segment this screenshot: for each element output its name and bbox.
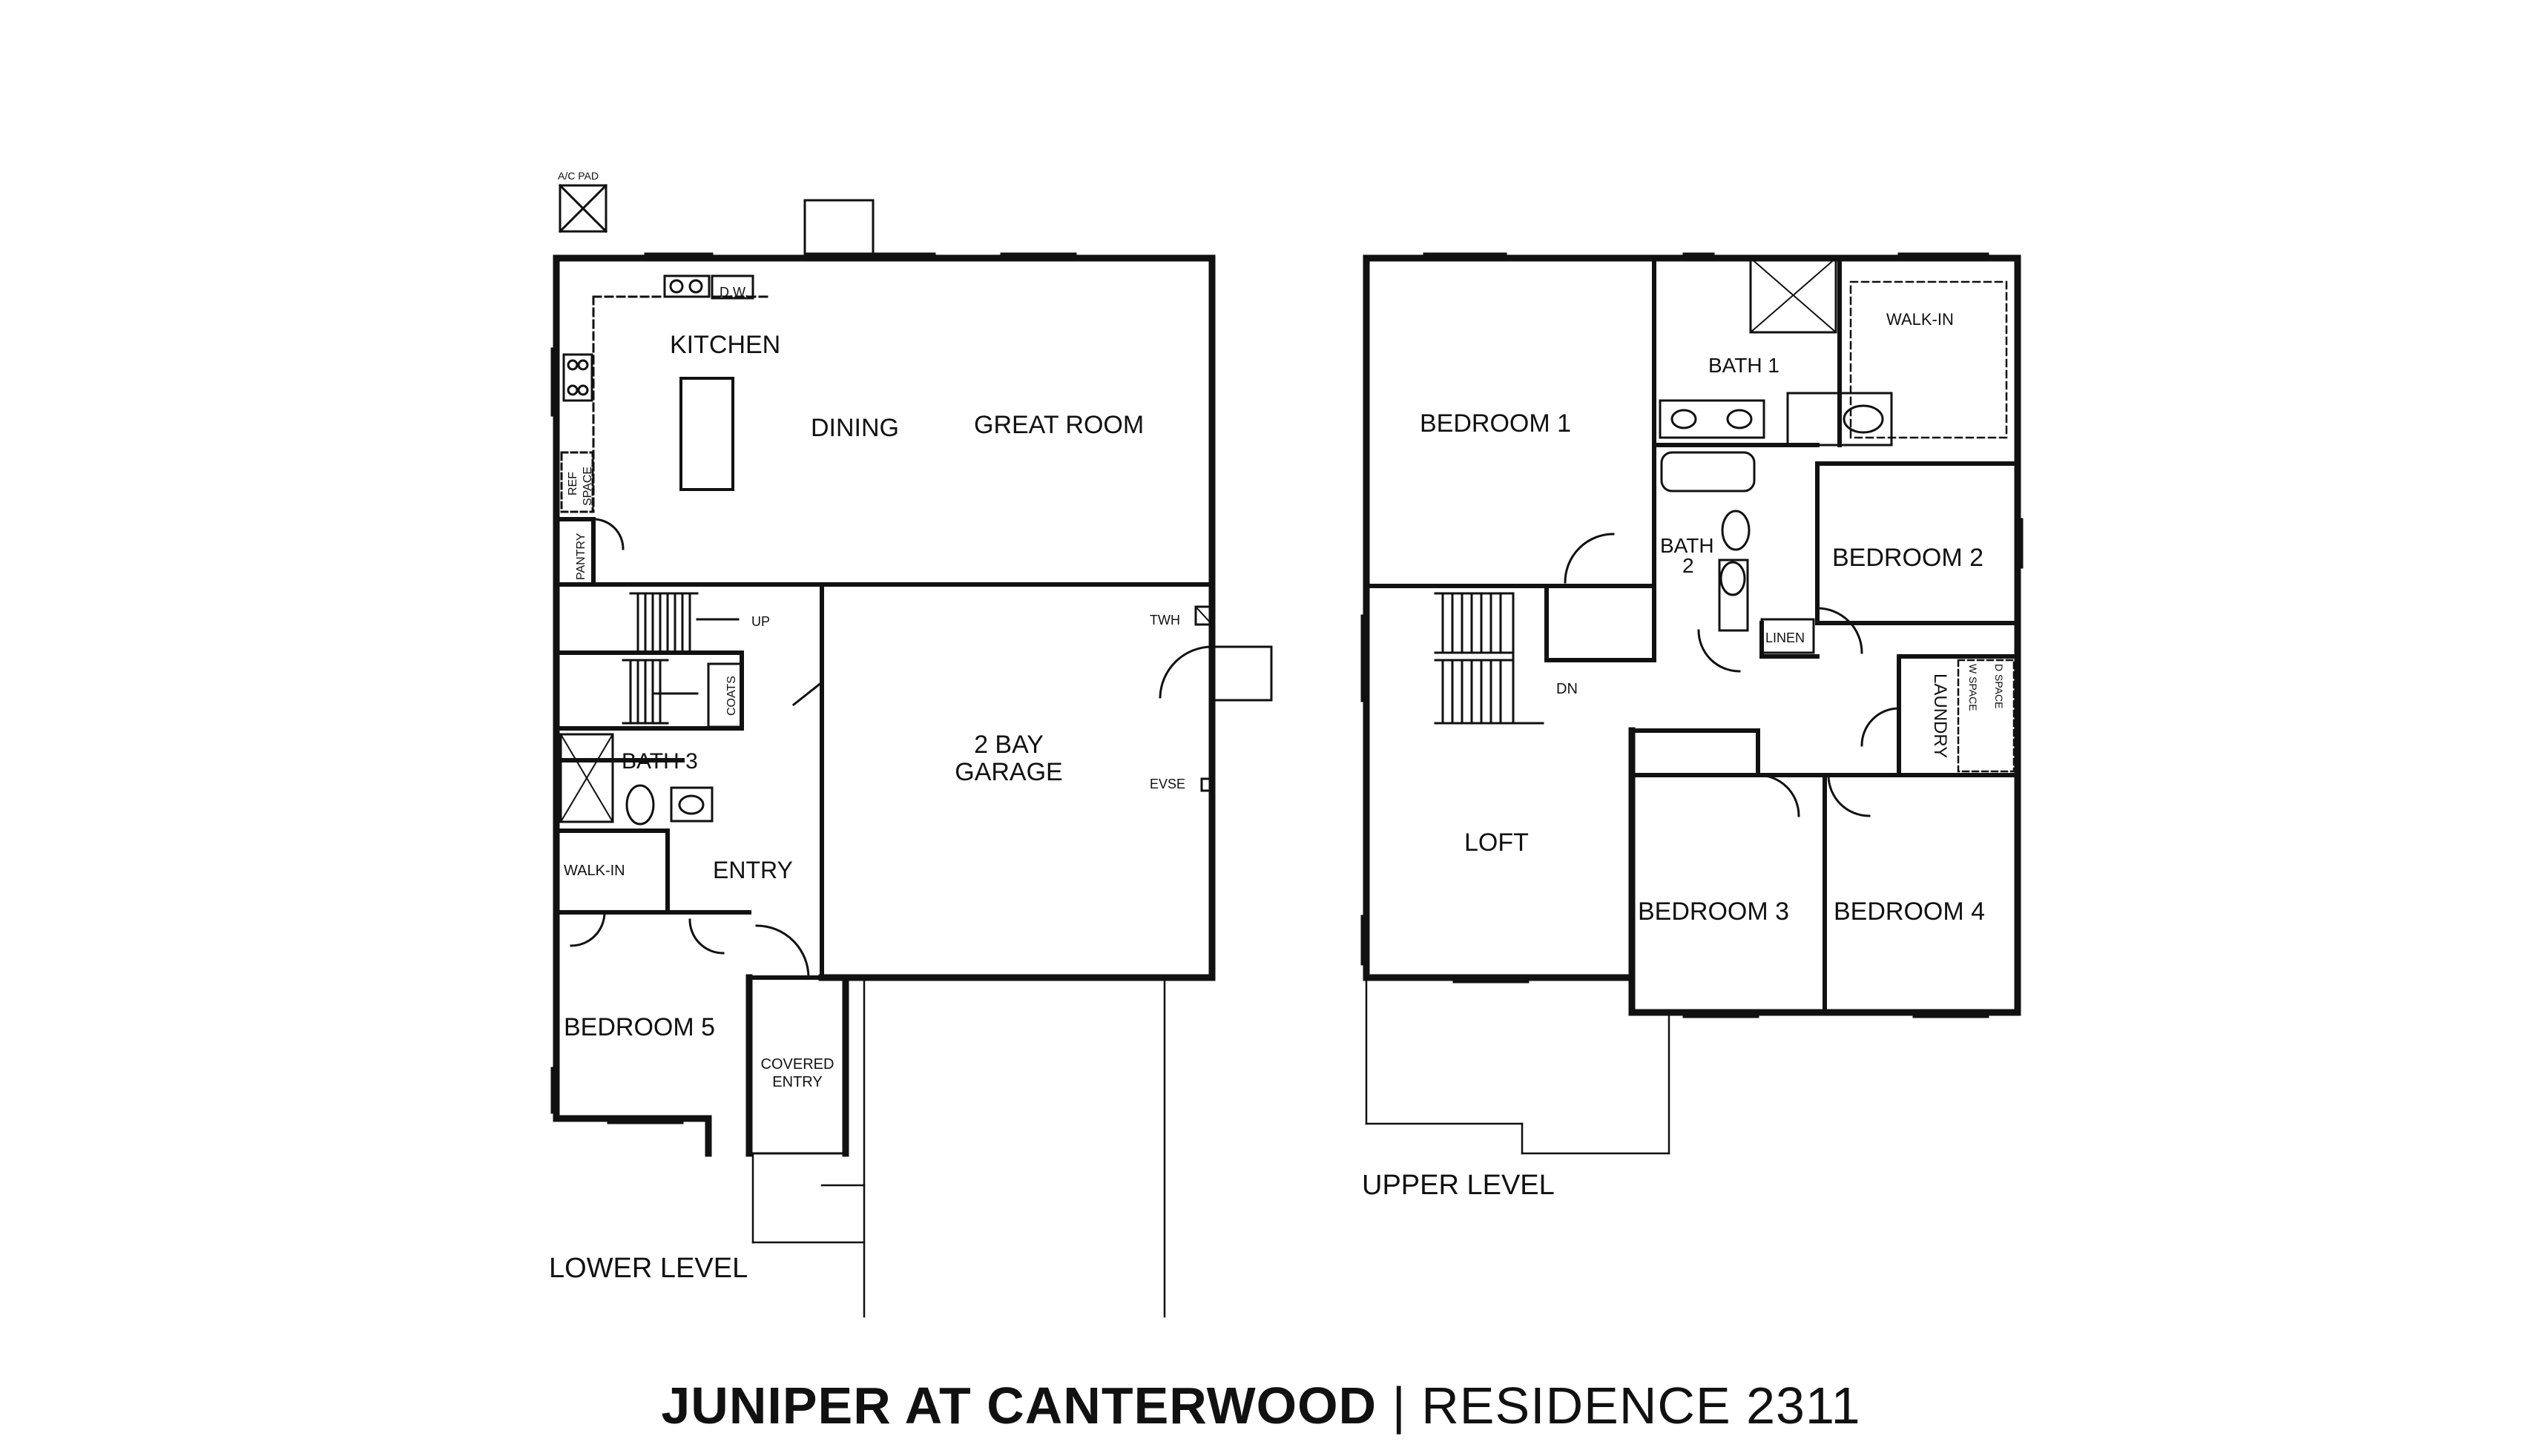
- bedroom2-door: [1816, 607, 1863, 654]
- label-dining: DINING: [811, 414, 899, 442]
- label-garage-line2: GARAGE: [955, 758, 1062, 786]
- windows: [550, 252, 1077, 1155]
- label-kitchen: KITCHEN: [670, 331, 780, 359]
- label-bedroom2: BEDROOM 2: [1832, 544, 1983, 572]
- bedroom1-door: [1564, 533, 1615, 584]
- label-ref: REF: [567, 472, 579, 495]
- label-bath2: BATH: [1660, 534, 1714, 557]
- bath2-door: [1697, 629, 1741, 673]
- walkway: [751, 1152, 866, 1244]
- label-pantry: PANTRY: [575, 533, 587, 580]
- label-covered-entry: ENTRY: [772, 1074, 822, 1090]
- bath2-vanity: [1718, 559, 1749, 632]
- label-dw: D.W.: [720, 285, 748, 300]
- coats-closet: [707, 662, 743, 728]
- label-evse: EVSE: [1150, 777, 1185, 791]
- dishwasher: [711, 274, 754, 300]
- exterior-bumpout: [803, 199, 875, 255]
- label-linen: LINEN: [1765, 630, 1805, 645]
- bath1-wc: [1786, 392, 1893, 447]
- bath1-sink-right: [1726, 409, 1753, 429]
- bedroom3-door: [1756, 774, 1800, 817]
- evse-box: [1200, 777, 1214, 792]
- label-dn: DN: [1556, 681, 1578, 697]
- label-d-space: D SPACE: [1993, 664, 2005, 708]
- bath1-shower: [1749, 257, 1837, 334]
- label-walkin-upper: WALK-IN: [1886, 310, 1954, 329]
- kitchen-island: [679, 377, 734, 491]
- label-great-room: GREAT ROOM: [974, 411, 1144, 439]
- bath1-sink-left: [1670, 409, 1697, 429]
- bath3-shower: [559, 733, 614, 823]
- ref-space: [560, 451, 594, 513]
- label-bedroom5: BEDROOM 5: [564, 1013, 715, 1041]
- label-laundry: LAUNDRY: [1930, 673, 1950, 758]
- upper-roof-outline: [1365, 976, 1670, 1155]
- bath3-vanity: [670, 786, 714, 823]
- label-bedroom1: BEDROOM 1: [1420, 409, 1571, 438]
- washer-dryer-space: [1957, 659, 2015, 773]
- plan-title: JUNIPER AT CANTERWOOD | RESIDENCE 2311: [0, 1376, 2522, 1435]
- water-heater: [1194, 605, 1214, 626]
- garage-side-door-landing: [1211, 645, 1273, 702]
- plan-title-separator: |: [1392, 1377, 1406, 1434]
- label-coats: COATS: [725, 676, 738, 716]
- label-bath3: BATH 3: [622, 749, 698, 774]
- upper-level-plan: [1360, 252, 2024, 1155]
- upper-windows: [1360, 252, 2024, 1018]
- label-covered: COVERED: [761, 1056, 834, 1073]
- labels: A/C PAD D.W. KITCHEN DINING GREAT ROOM R…: [549, 170, 2005, 1284]
- upper-stairs: [1434, 592, 1544, 725]
- range: [562, 353, 593, 402]
- bath2-sink: [1719, 561, 1746, 596]
- walkin-closet-shelf: [1849, 280, 2008, 439]
- label-bedroom4: BEDROOM 4: [1834, 897, 1985, 926]
- bath2-tub: [1660, 451, 1756, 493]
- label-ref-space: SPACE: [582, 467, 594, 506]
- stairs: [622, 592, 740, 725]
- front-door: [755, 924, 810, 979]
- label-bath1: BATH 1: [1708, 354, 1779, 377]
- bedroom4-door: [1827, 774, 1871, 817]
- driveway: [863, 976, 1166, 1318]
- laundry-door: [1860, 707, 1900, 747]
- bath2-toilet: [1721, 510, 1751, 551]
- upper-level-caption: UPPER LEVEL: [1362, 1170, 1555, 1201]
- lower-level-plan: [550, 183, 1273, 1318]
- bath3-toilet: [625, 784, 655, 826]
- label-bath2-number: 2: [1682, 554, 1694, 577]
- label-up: UP: [751, 614, 770, 629]
- pantry-door: [592, 518, 625, 550]
- interior-walls: [554, 517, 1214, 980]
- label-walkin: WALK-IN: [564, 863, 625, 879]
- lower-level-caption: LOWER LEVEL: [549, 1253, 748, 1284]
- plan-title-residence: RESIDENCE 2311: [1421, 1377, 1861, 1434]
- label-twh: TWH: [1150, 613, 1180, 627]
- walkin-door: [688, 918, 725, 955]
- kitchen-sink: [663, 274, 711, 298]
- garage-entry-door: [791, 680, 824, 714]
- bath3-sink: [678, 794, 705, 815]
- label-garage-line1: 2 BAY: [974, 731, 1044, 759]
- linen-closet: [1760, 618, 1815, 654]
- label-w-space: W SPACE: [1967, 664, 1979, 711]
- bath1-vanity: [1659, 399, 1765, 439]
- upper-exterior-walls: [1363, 254, 2021, 1016]
- plan-title-name: JUNIPER AT CANTERWOOD: [661, 1377, 1377, 1434]
- label-ac-pad: A/C PAD: [558, 170, 599, 182]
- garage-side-door: [1159, 645, 1214, 699]
- label-entry: ENTRY: [713, 857, 793, 883]
- ac-pad: [558, 183, 608, 234]
- label-bedroom3: BEDROOM 3: [1638, 897, 1789, 926]
- bedroom5-door: [570, 911, 606, 947]
- label-loft: LOFT: [1464, 829, 1529, 857]
- bath1-toilet: [1843, 404, 1884, 434]
